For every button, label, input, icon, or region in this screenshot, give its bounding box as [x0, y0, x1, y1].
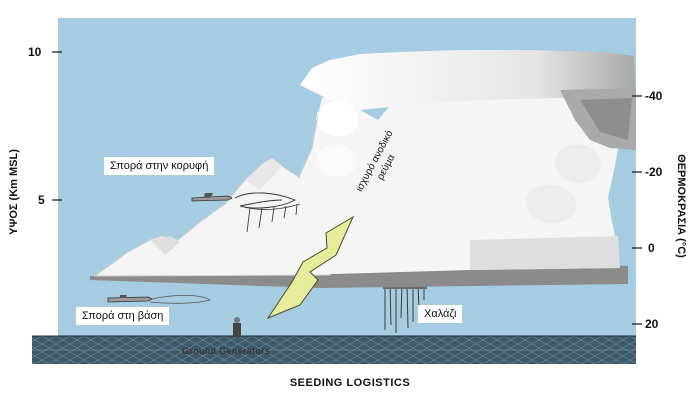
left-axis-tick-10: 10 [28, 45, 41, 59]
base-seeding-label: Σπορά στη βάση [76, 307, 169, 325]
ground-generator [233, 317, 241, 337]
ground-generators-label: Ground Generators [182, 346, 270, 356]
right-axis-tick-20: 20 [645, 317, 658, 331]
right-axis-tick-0: 0 [648, 241, 655, 255]
hail-label: Χαλάζι [418, 305, 462, 323]
right-axis-title: ΘΕΡΜΟΚΡΑΣΙΑ (°C) [675, 131, 687, 281]
top-seeding-label: Σπορά στην κορυφή [104, 157, 214, 175]
ground-band [32, 336, 636, 364]
figure-footer-title: SEEDING LOGISTICS [0, 377, 700, 389]
right-axis-tick-minus20: -20 [645, 165, 662, 179]
left-axis-tick-5: 5 [38, 193, 45, 207]
left-axis-title: ΥΨΟΣ (Km MSL) [8, 136, 20, 248]
right-axis-tick-minus40: -40 [645, 89, 662, 103]
